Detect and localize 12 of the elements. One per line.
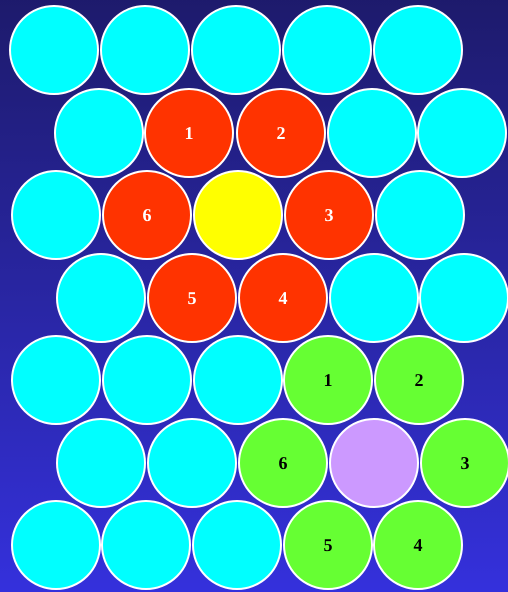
circle-number: 1 xyxy=(324,369,332,392)
circle-number: 1 xyxy=(184,122,194,145)
circle-number: 4 xyxy=(414,534,422,557)
circle-number: 2 xyxy=(414,369,424,392)
circle-number: 6 xyxy=(142,204,152,227)
circle-number: 2 xyxy=(276,122,286,145)
circle-number: 6 xyxy=(278,452,288,475)
circle-number: 3 xyxy=(324,204,334,227)
circle-number: 5 xyxy=(324,534,332,557)
circle-number: 4 xyxy=(278,287,288,310)
circle-number: 3 xyxy=(460,452,470,475)
circle-number: 5 xyxy=(188,287,196,310)
